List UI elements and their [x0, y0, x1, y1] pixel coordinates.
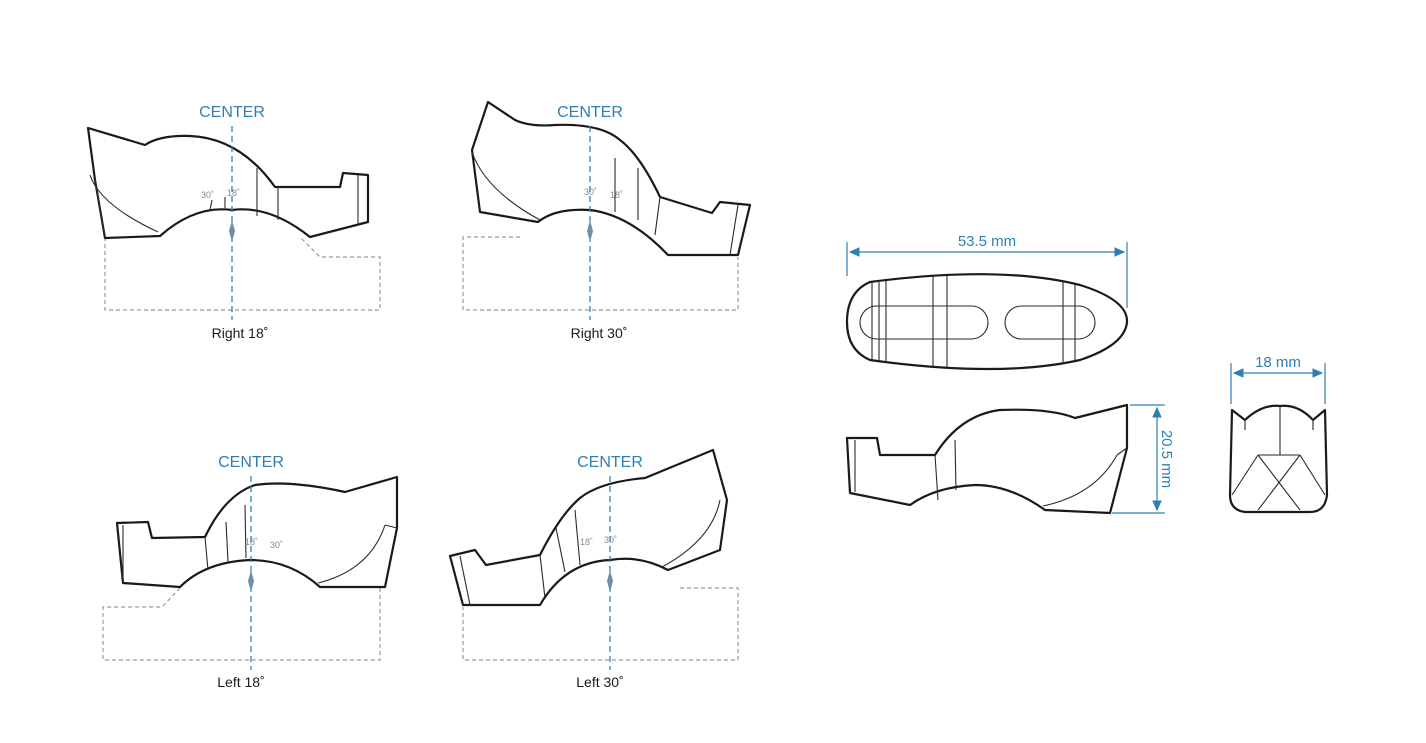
end-view: 18 mm [1228, 354, 1329, 514]
slot-left [859, 305, 989, 340]
angle-label-a: 30˚ [201, 190, 214, 200]
top-view: 53.5 mm [845, 233, 1129, 371]
view-caption: Left 18˚ [217, 674, 264, 690]
center-label: CENTER [218, 454, 284, 471]
center-label: CENTER [577, 454, 643, 471]
top-view-outline [845, 273, 1129, 371]
view-left-30: 18˚ 30˚ CENTER Left 30˚ [448, 448, 739, 690]
center-marker [607, 570, 613, 592]
cradle-outline [462, 587, 739, 661]
part-outline [86, 126, 370, 240]
cradle-outline [102, 587, 381, 661]
view-caption: Right 30˚ [571, 325, 628, 341]
angle-label-b: 18˚ [227, 188, 240, 198]
angle-label-a: 18˚ [580, 537, 593, 547]
part-outline [115, 475, 399, 589]
angle-label-b: 30˚ [270, 540, 283, 550]
length-dimension-label: 53.5 mm [958, 233, 1016, 250]
center-marker [587, 220, 593, 242]
slot-right [1004, 305, 1096, 340]
side-view-outline [845, 403, 1129, 515]
end-view-outline [1228, 404, 1329, 514]
part-outline [448, 448, 729, 607]
center-label: CENTER [199, 104, 265, 121]
angle-label-b: 18˚ [610, 190, 623, 200]
cradle-outline [104, 236, 381, 311]
view-caption: Right 18˚ [212, 325, 269, 341]
center-label: CENTER [557, 104, 623, 121]
center-marker [248, 570, 254, 592]
view-left-18: 18˚ 30˚ CENTER Left 18˚ [102, 454, 399, 690]
part-outline [470, 100, 752, 257]
view-caption: Left 30˚ [576, 674, 623, 690]
height-dimension-label: 20.5 mm [1158, 430, 1175, 488]
view-right-18: 30˚ 18˚ CENTER Right 18˚ [86, 104, 381, 341]
side-view: 20.5 mm [845, 403, 1175, 515]
center-marker [229, 220, 235, 242]
view-right-30: 30˚ 18˚ CENTER Right 30˚ [462, 100, 752, 341]
width-dimension-label: 18 mm [1255, 354, 1301, 371]
cradle-outline [462, 236, 739, 311]
